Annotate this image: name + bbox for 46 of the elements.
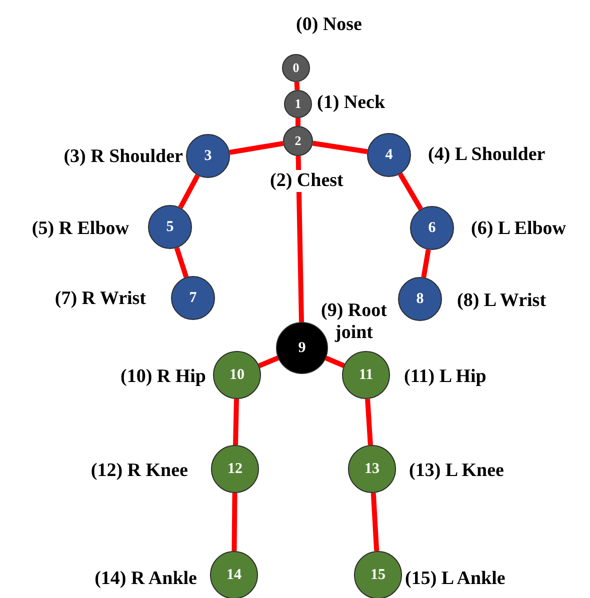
bone-line bbox=[232, 492, 238, 552]
joint-label: (13) L Knee bbox=[409, 460, 504, 482]
joint-circle: 9 bbox=[276, 322, 328, 374]
joint-circle: 6 bbox=[410, 206, 454, 250]
joint-label: (2) Chest bbox=[270, 170, 344, 192]
bone-line bbox=[324, 356, 345, 368]
bone-line bbox=[174, 247, 189, 278]
joint-circle: 12 bbox=[211, 445, 259, 493]
joint-label: (12) R Knee bbox=[90, 460, 188, 482]
joint-circle: 1 bbox=[284, 90, 312, 118]
joint-label: (7) R Wrist bbox=[54, 288, 146, 310]
bone-line bbox=[229, 141, 284, 155]
joint-circle: 10 bbox=[213, 351, 261, 399]
bone-line bbox=[178, 174, 200, 209]
joint-circle: 14 bbox=[210, 551, 258, 598]
joint-label: (11) L Hip bbox=[404, 366, 486, 388]
bone-line bbox=[365, 398, 373, 446]
joint-circle: 13 bbox=[348, 445, 396, 493]
joint-label: (0) Nose bbox=[296, 14, 362, 36]
joint-label: (1) Neck bbox=[317, 92, 386, 114]
bone-line bbox=[294, 82, 300, 90]
bone-line bbox=[233, 398, 239, 446]
joint-label: (14) R Ankle bbox=[94, 568, 197, 590]
joint-label: (10) R Hip bbox=[120, 366, 206, 388]
joint-label: (5) R Elbow bbox=[32, 218, 129, 240]
joint-circle: 5 bbox=[148, 205, 192, 249]
joint-circle: 4 bbox=[367, 133, 411, 177]
joint-circle: 2 bbox=[283, 126, 313, 156]
joint-circle: 7 bbox=[171, 276, 215, 320]
joint-label: (6) L Elbow bbox=[471, 218, 566, 240]
bone-line bbox=[421, 249, 431, 278]
bone-line bbox=[370, 492, 380, 552]
joint-circle: 0 bbox=[282, 54, 310, 82]
joint-circle: 11 bbox=[342, 351, 390, 399]
joint-label: (3) R Shoulder bbox=[64, 146, 183, 168]
bone-line bbox=[296, 156, 304, 322]
joint-circle: 8 bbox=[398, 277, 442, 321]
bone-line bbox=[296, 118, 300, 126]
bone-line bbox=[398, 172, 423, 210]
joint-label: (4) L Shoulder bbox=[428, 144, 546, 166]
joint-label: (15) L Ankle bbox=[405, 568, 506, 590]
joint-circle: 15 bbox=[354, 551, 402, 598]
joint-circle: 3 bbox=[186, 134, 230, 178]
bone-line bbox=[258, 356, 279, 368]
bone-line bbox=[312, 140, 368, 154]
joint-label: (8) L Wrist bbox=[457, 290, 546, 312]
